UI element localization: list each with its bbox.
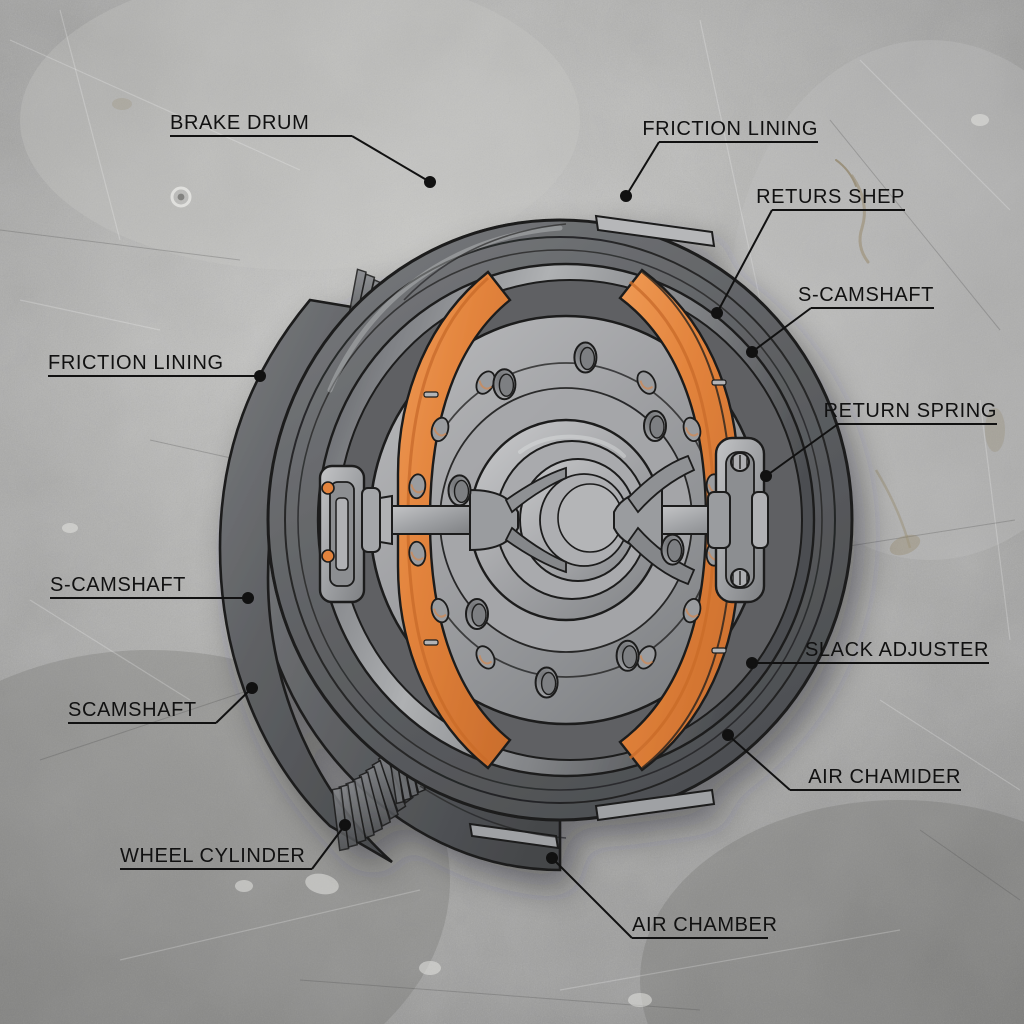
leader-dot-scamshaft [246, 682, 258, 694]
leader-line-s-camshaft-right [751, 307, 812, 353]
leader-dot-wheel-cylinder [339, 819, 351, 831]
leader-line-friction-lining-top-right [625, 141, 660, 197]
lining-rivet-hole [408, 540, 427, 567]
lining-rivet-hole [636, 370, 657, 395]
label-air-chamber: AIR CHAMBER [632, 914, 778, 936]
label-brake-drum: BRAKE DRUM [170, 112, 310, 134]
leader-line-return-spring [765, 423, 839, 477]
leader-dot-slack-adjuster [746, 657, 758, 669]
bolt-hole [573, 341, 598, 374]
bolt-hole [643, 410, 667, 442]
leader-dot-friction-lining-left [254, 370, 266, 382]
label-returs-shep: RETURS SHEP [756, 186, 905, 208]
bolt-hole [615, 639, 640, 672]
label-wheel-cylinder: WHEEL CYLINDER [120, 845, 306, 867]
lining-rivet-hole [430, 597, 450, 624]
leader-dot-return-spring [760, 470, 772, 482]
bolt-hole [534, 666, 559, 699]
bolt-hole [465, 598, 489, 630]
lining-rivet-hole [475, 645, 496, 670]
label-slack-adjuster: SLACK ADJUSTER [804, 639, 989, 661]
lining-slot [423, 639, 439, 646]
wheel-hub [468, 418, 664, 622]
label-s-camshaft-right: S-CAMSHAFT [798, 284, 934, 306]
leader-dot-air-chamider [722, 729, 734, 741]
label-friction-lining-left: FRICTION LINING [48, 352, 224, 374]
leader-dot-returs-shep [711, 307, 723, 319]
label-return-spring: RETURN SPRING [823, 400, 997, 422]
leader-line-wheel-cylinder [311, 824, 346, 870]
bolt-hole [492, 368, 517, 401]
leader-dot-air-chamber [546, 852, 558, 864]
lining-slot [711, 379, 727, 386]
bolt-hole [660, 533, 685, 566]
lining-rivet-hole [408, 473, 427, 500]
label-air-chamider: AIR CHAMIDER [808, 766, 961, 788]
backing-plate-bolt-holes [447, 341, 685, 699]
leader-line-scamshaft [215, 687, 253, 724]
lining-rivet-hole [682, 597, 702, 624]
lining-rivet-hole [475, 370, 496, 395]
label-s-camshaft-left: S-CAMSHAFT [50, 574, 186, 596]
leader-line-air-chamider [727, 734, 791, 791]
drum-fin [331, 787, 350, 852]
leader-line-air-chamber [551, 857, 633, 939]
wheel-cylinder-left [318, 464, 381, 604]
label-scamshaft: SCAMSHAFT [68, 699, 197, 721]
leader-dot-friction-lining-top-right [620, 190, 632, 202]
lining-rivet-hole [682, 416, 702, 443]
label-friction-lining-top-right: FRICTION LINING [642, 118, 818, 140]
lining-rivet-hole [636, 645, 657, 670]
leader-line-brake-drum [351, 135, 431, 183]
surface-mark-washer [170, 186, 192, 208]
leader-line-returs-shep [716, 209, 773, 314]
leader-dot-brake-drum [424, 176, 436, 188]
leader-dot-s-camshaft-right [746, 346, 758, 358]
leader-dot-s-camshaft-left [242, 592, 254, 604]
lining-rivet-hole [430, 416, 450, 443]
lining-slot [711, 647, 727, 654]
bolt-hole [447, 474, 472, 507]
return-spring-right [707, 436, 769, 604]
lining-slot [423, 391, 439, 398]
